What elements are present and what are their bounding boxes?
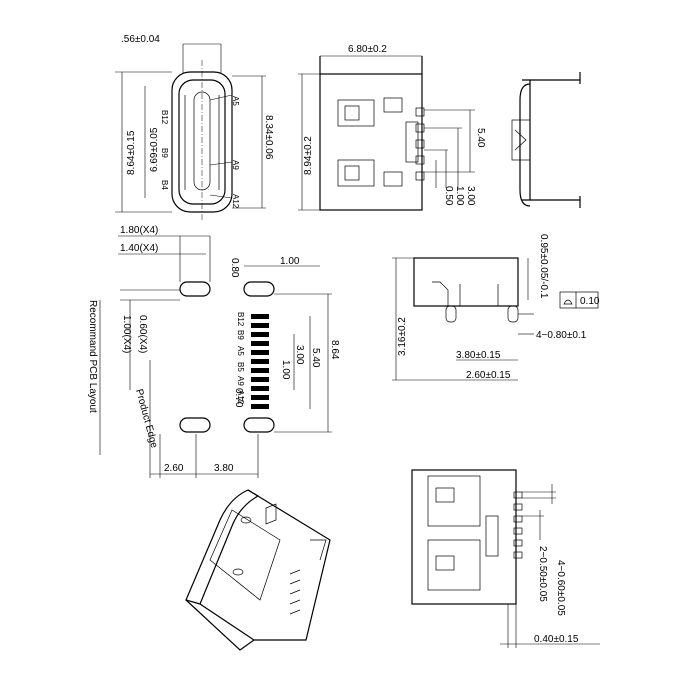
pcb-h864: 8.64 xyxy=(329,340,340,360)
side-x260: 2.60±0.15 xyxy=(466,370,511,381)
bottom-offset-dim: 0.40±0.15 xyxy=(534,634,579,645)
pcb-pads xyxy=(251,314,269,409)
front-view: 6.80±0.2 8.94±0.2 5.40 3.00 1.00 0.50 xyxy=(298,44,486,211)
pcb-h540: 5.40 xyxy=(310,348,321,368)
bottom-legs-dim: 4−0.60±0.05 xyxy=(555,560,566,616)
side-flatness: 0.10 xyxy=(580,296,600,307)
bottom-pitch-dim: 2−0.50±0.05 xyxy=(537,546,548,602)
pcb-slot-len: 1.80(X4) xyxy=(120,225,158,236)
front-width-dim: 6.80±0.2 xyxy=(348,44,387,55)
bottom-view: 4−0.60±0.05 2−0.50±0.05 0.40±0.15 xyxy=(411,469,600,648)
top-view: .56±0.04 8.64±0.15 6.69±0.05 8.34±0.06 A… xyxy=(115,34,274,220)
front-dim-100: 1.00 xyxy=(454,186,465,206)
slot-bl xyxy=(179,417,211,433)
flatness-icon xyxy=(563,299,573,305)
pcb-pin-a5: A5 xyxy=(236,346,245,356)
pcb-h300: 3.00 xyxy=(294,345,305,365)
pcb-x380: 3.80 xyxy=(214,463,234,474)
pcb-h100: 1.00 xyxy=(280,360,291,380)
side-view-body xyxy=(413,257,519,307)
pcb-layout-title: Recommand PCB Layout xyxy=(87,300,98,413)
pcb-pin-a12: A12 xyxy=(236,390,245,405)
top-height-inner: 6.69±0.05 xyxy=(149,127,160,172)
side-legs-dim: 4−0.80±0.1 xyxy=(536,330,587,341)
pcb-pad-pitch: 1.00 xyxy=(280,256,300,267)
side-x380: 3.80±0.15 xyxy=(456,350,501,361)
pin-label-a5: A5 xyxy=(231,96,240,106)
product-edge-label: Product Edge xyxy=(133,388,159,450)
pin-label-b9: B9 xyxy=(160,148,169,158)
pin-label-b4: B4 xyxy=(160,180,169,190)
pcb-pad-size1: 0.60(X4) xyxy=(137,315,148,353)
pcb-pad-size2: 1.00(X4) xyxy=(121,315,132,353)
pcb-pad-w: 0.80 xyxy=(229,258,240,278)
side-height-dim: 3.16±0.2 xyxy=(397,317,408,356)
slot-br xyxy=(243,417,275,433)
pcb-h070: 0.70 xyxy=(233,388,244,408)
pcb-pin-a9: A9 xyxy=(236,376,245,386)
side-view-upper xyxy=(511,72,581,208)
front-view-body xyxy=(319,73,423,211)
front-height-dim: 8.94±0.2 xyxy=(303,136,314,175)
bottom-view-body xyxy=(411,469,517,605)
pcb-x260: 2.60 xyxy=(164,463,184,474)
pin-label-b12: B12 xyxy=(160,110,169,125)
slot-tr xyxy=(243,281,275,297)
pcb-pin-b12: B12 xyxy=(236,312,245,327)
slot-tl xyxy=(179,281,211,297)
pcb-slot-inner: 1.40(X4) xyxy=(120,243,158,254)
flatness-box xyxy=(559,291,599,309)
top-height-outer: 8.64±0.15 xyxy=(126,130,137,175)
pin-label-a9: A9 xyxy=(231,160,240,170)
isometric-view xyxy=(185,489,331,651)
pcb-pin-b5: B5 xyxy=(236,362,245,372)
pin-label-a12: A12 xyxy=(231,194,240,209)
front-dim-300: 3.00 xyxy=(465,186,476,206)
pcb-pin-b9: B9 xyxy=(236,330,245,340)
side-tab-dim: 0.95±0.05/-0.1 xyxy=(538,234,549,299)
front-dim-050: 0.50 xyxy=(443,186,454,206)
side-view: 3.16±0.2 0.95±0.05/-0.1 0.10 4−0.80±0.1 … xyxy=(392,234,600,381)
top-height-shell: 8.34±0.06 xyxy=(263,115,274,160)
front-span-dim: 5.40 xyxy=(475,128,486,148)
top-width-dim: .56±0.04 xyxy=(121,34,160,45)
pcb-layout: Recommand PCB Layout 1.80(X4) 1.40(X4) 0… xyxy=(87,225,340,478)
